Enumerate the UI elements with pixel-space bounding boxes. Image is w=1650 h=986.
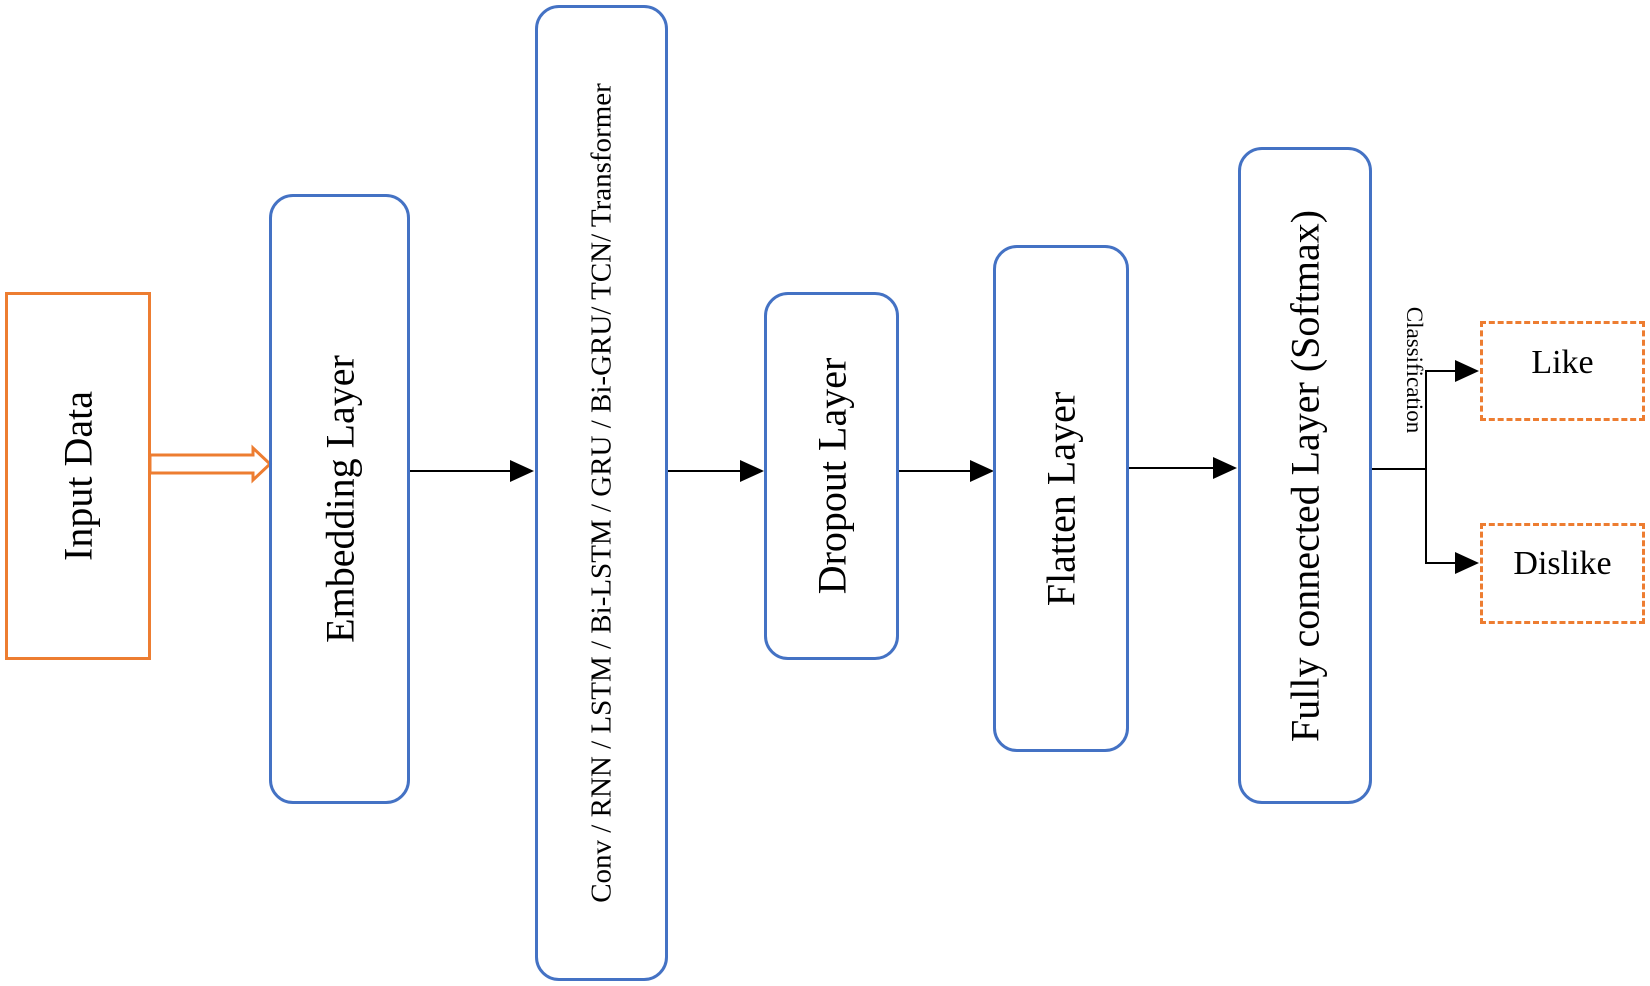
input-to-embedding-arrow (148, 444, 273, 484)
flatten-layer-box: Flatten Layer (993, 245, 1129, 752)
sequence-model-layer-label: Conv / RNN / LSTM / Bi-LSTM / GRU / Bi-G… (585, 83, 617, 903)
embedding-to-sequence-arrow (410, 460, 534, 482)
classification-label-wrap: Classification (1394, 292, 1434, 448)
dropout-to-flatten-arrow (898, 460, 994, 482)
classification-label: Classification (1402, 306, 1427, 434)
dropout-layer-label: Dropout Layer (809, 357, 854, 595)
input-data-label: Input Data (55, 391, 101, 561)
embedding-layer-box: Embedding Layer (269, 194, 410, 804)
dislike-output-label: Dislike (1513, 545, 1612, 582)
dense-softmax-layer-box: Fully connected Layer (Softmax) (1238, 147, 1372, 804)
like-output-label: Like (1531, 343, 1594, 381)
sequence-model-layer-box: Conv / RNN / LSTM / Bi-LSTM / GRU / Bi-G… (535, 5, 668, 981)
flatten-layer-label: Flatten Layer (1038, 391, 1084, 606)
flatten-to-dense-arrow (1128, 457, 1237, 479)
sequence-to-dropout-arrow (667, 460, 764, 482)
dislike-output-box: Dislike (1480, 523, 1645, 624)
embedding-layer-label: Embedding Layer (317, 355, 362, 643)
classification-branch-arrows (1372, 360, 1479, 574)
like-output-box: Like (1480, 321, 1645, 421)
dropout-layer-box: Dropout Layer (764, 292, 899, 660)
dense-softmax-layer-label: Fully connected Layer (Softmax) (1282, 209, 1328, 742)
input-data-box: Input Data (5, 292, 151, 660)
